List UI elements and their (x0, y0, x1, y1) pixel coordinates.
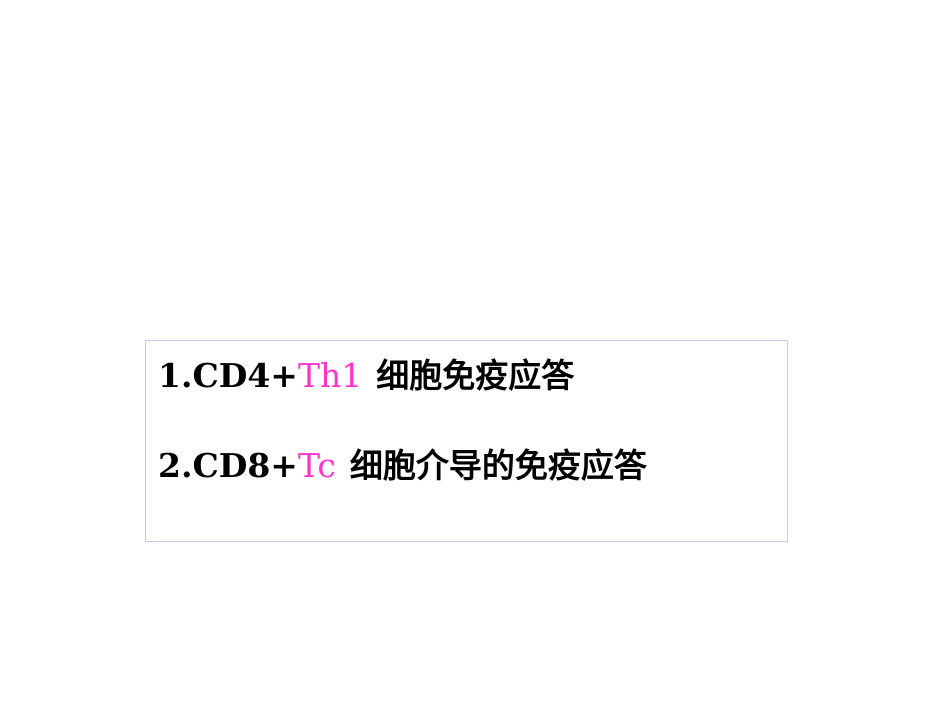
list-item-cd4-th1: 1.CD4+Th1 细胞免疫应答 (158, 359, 574, 392)
list-item-prefix: 1.CD4+ (158, 356, 298, 395)
list-item-text: 细胞免疫应答 (376, 356, 575, 395)
list-item-prefix: 2.CD8+ (158, 446, 298, 485)
highlight-term: Th1 (297, 356, 363, 395)
list-item-text: 细胞介导的免疫应答 (349, 446, 647, 485)
content-text-box: 1.CD4+Th1 细胞免疫应答 2.CD8+Tc 细胞介导的免疫应答 (145, 340, 788, 542)
highlight-term: Tc (297, 446, 336, 485)
list-item-cd8-tc: 2.CD8+Tc 细胞介导的免疫应答 (158, 449, 647, 482)
